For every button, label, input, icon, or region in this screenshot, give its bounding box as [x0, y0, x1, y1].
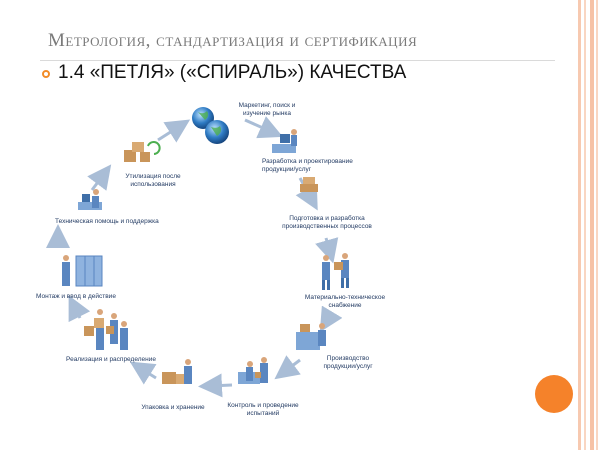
distribution-workers-icon: [84, 309, 128, 350]
stage-label-design: Разработка и проектирование продукции/ус…: [262, 158, 353, 173]
arrow-support-disposal: [87, 164, 112, 191]
recycling-boxes-icon: [124, 141, 161, 162]
decor-stripe-3: [590, 0, 594, 450]
stage-label-production: Производство продукции/услуг: [323, 355, 373, 370]
process-prep-icon: [300, 177, 318, 192]
arrow-production-control: [274, 355, 301, 380]
stage-label-support: Техническая помощь и поддержка: [55, 218, 159, 225]
bullet-icon: [42, 70, 50, 78]
stage-label-mounting: Монтаж и ввод в действие: [36, 293, 116, 300]
mounting-icon: [62, 255, 103, 287]
accent-circle: [535, 375, 573, 413]
stage-label-prep: Подготовка и разработка производственных…: [282, 215, 372, 230]
stage-label-control: Контроль и проведение испытаний: [227, 402, 299, 417]
packing-storage-icon: [162, 359, 192, 384]
support-desk-icon: [78, 189, 102, 210]
arrow-prep-supply: [315, 237, 339, 264]
stage-label-sales: Реализация и распределение: [66, 356, 156, 363]
marketing-globe-icon: [192, 107, 229, 144]
arrow-packing-sales: [129, 361, 157, 385]
slide-subtitle: 1.4 «ПЕТЛЯ» («СПИРАЛЬ») КАЧЕСТВА: [58, 62, 407, 83]
arrow-sales-mounting: [68, 295, 91, 323]
decor-stripe-1: [578, 0, 581, 450]
header-divider: [40, 60, 555, 61]
stage-label-packing: Упаковка и хранение: [141, 404, 205, 411]
arrow-disposal-marketing: [157, 119, 191, 143]
supply-workers-icon: [322, 253, 349, 290]
testing-icon: [238, 357, 268, 384]
arrow-supply-production: [319, 305, 343, 333]
production-machine-icon: [296, 323, 326, 350]
stage-label-marketing: Маркетинг, поиск и изучение рынка: [238, 102, 296, 117]
decor-stripe-4: [596, 0, 598, 450]
slide-header: Метрология, стандартизация и сертификаци…: [48, 30, 548, 52]
arrow-marketing-design: [244, 116, 283, 139]
stage-label-supply: Материально-техническое снабжение: [304, 294, 386, 309]
loop-arrows: [46, 116, 343, 398]
stage-label-disposal: Утилизация после использования: [125, 173, 181, 188]
decor-stripe-2: [584, 0, 586, 450]
slide-header-text: Метрология, стандартизация и сертификаци…: [48, 30, 418, 51]
arrow-control-packing: [198, 373, 233, 398]
design-workstation-icon: [272, 129, 297, 153]
